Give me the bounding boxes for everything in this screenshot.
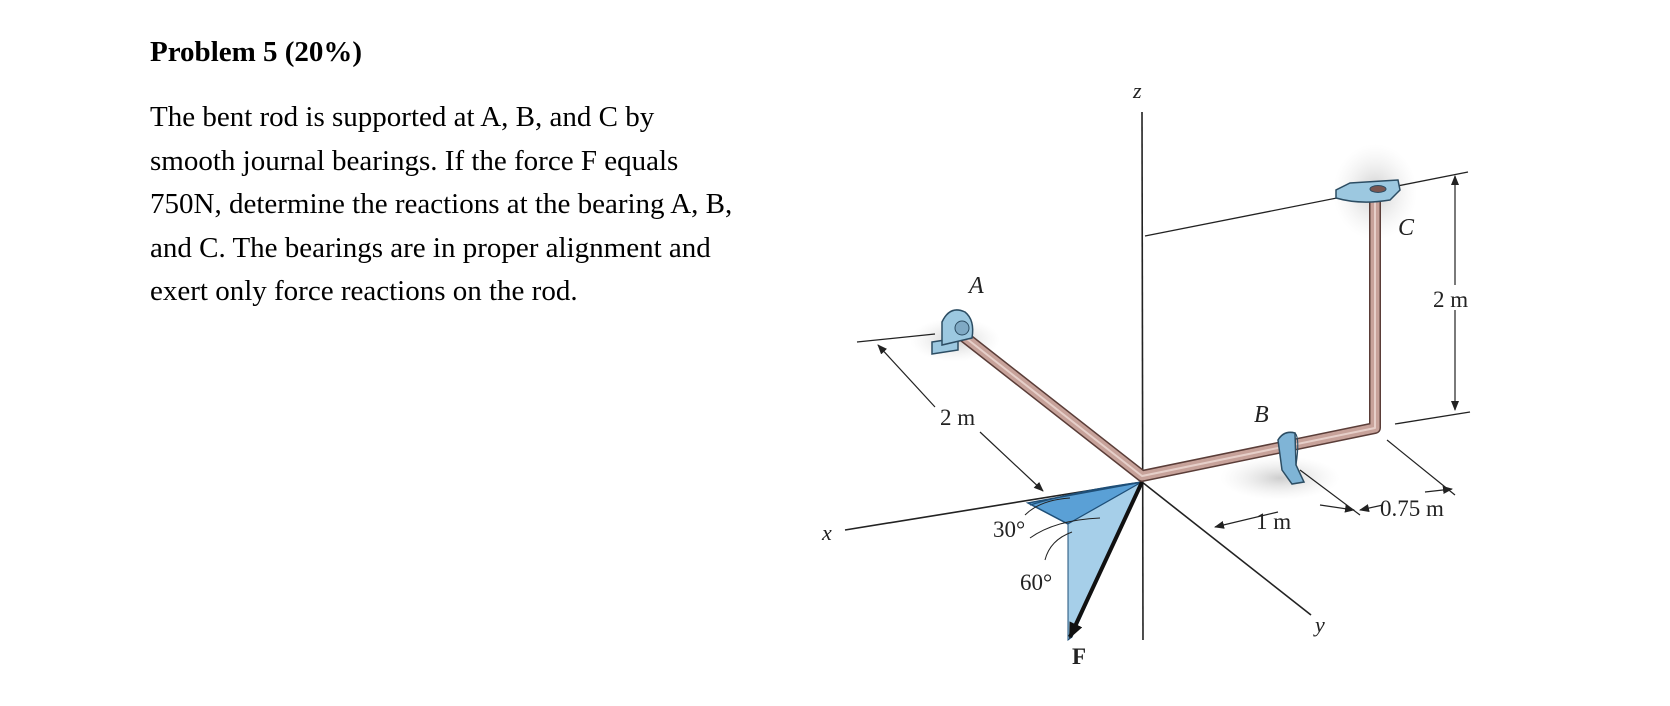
problem-line-4: and C. The bearings are in proper alignm… bbox=[150, 231, 711, 264]
x-axis-label: x bbox=[821, 520, 832, 545]
point-b-label: B bbox=[1254, 402, 1269, 428]
problem-line-2: smooth journal bearings. If the force F … bbox=[150, 144, 679, 177]
point-c-label: C bbox=[1398, 215, 1415, 241]
problem-line-5: exert only force reactions on the rod. bbox=[150, 275, 578, 307]
construction-line-bend bbox=[1394, 411, 1471, 425]
bearing-a bbox=[931, 309, 974, 355]
dim-bend-label: 0.75 m bbox=[1380, 496, 1444, 521]
dim-ob-label: 1 m bbox=[1256, 509, 1291, 534]
bearing-b bbox=[1277, 431, 1306, 485]
construction-line-top bbox=[1144, 171, 1469, 237]
dim-c-height-label: 2 m bbox=[1433, 287, 1468, 312]
z-axis-label: z bbox=[1132, 78, 1142, 103]
problem-line-3: 750N, determine the reactions at the bea… bbox=[150, 188, 733, 220]
y-axis-label: y bbox=[1313, 612, 1325, 637]
y-axis bbox=[1141, 481, 1312, 616]
point-a-label: A bbox=[967, 273, 984, 299]
bent-rod bbox=[956, 189, 1381, 482]
force-angle-planes bbox=[1024, 480, 1144, 641]
dimension-lines bbox=[877, 175, 1459, 529]
problem-title: Problem 5 (20%) bbox=[150, 36, 363, 68]
shadow-b bbox=[1220, 456, 1340, 500]
force-label: F bbox=[1072, 644, 1086, 669]
force-arrow bbox=[1068, 481, 1144, 639]
dim-oa-label: 2 m bbox=[940, 405, 975, 430]
z-axis bbox=[1141, 111, 1144, 641]
bearing-c bbox=[1335, 179, 1401, 203]
construction-line-a bbox=[856, 333, 936, 343]
problem-line-1: The bent rod is supported at A, B, and C… bbox=[150, 101, 655, 133]
problem-statement: The bent rod is supported at A, B, and C… bbox=[150, 96, 830, 314]
angle-60-label: 60° bbox=[1020, 570, 1052, 595]
angle-30-label: 30° bbox=[993, 517, 1025, 542]
